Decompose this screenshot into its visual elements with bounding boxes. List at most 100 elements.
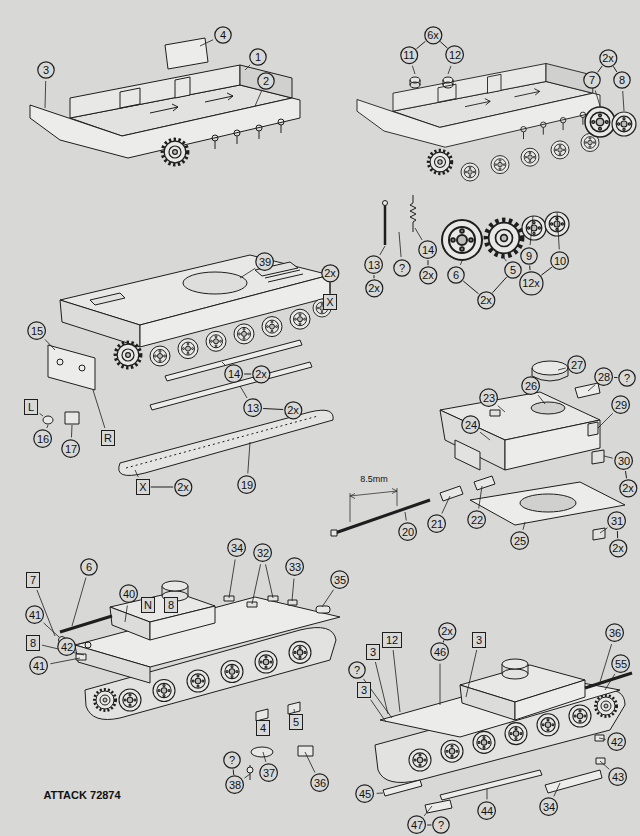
leader-line bbox=[40, 413, 43, 416]
leader-line bbox=[240, 268, 255, 278]
callout-text: 25 bbox=[514, 535, 526, 547]
callout-link bbox=[625, 471, 626, 478]
tank-left-view-drawing bbox=[153, 680, 175, 702]
callout-number: 41 bbox=[25, 605, 44, 624]
callout-text: 3 bbox=[43, 64, 49, 76]
tank-left-view-drawing bbox=[75, 645, 150, 683]
callout-text: 12 bbox=[386, 634, 398, 646]
callout-circle bbox=[612, 396, 630, 414]
callout-circle bbox=[568, 356, 586, 374]
leader-line bbox=[530, 216, 533, 245]
callout-circle bbox=[419, 266, 436, 283]
callout-circle bbox=[228, 539, 246, 557]
leader-line bbox=[538, 395, 545, 404]
callout-text: 6 bbox=[86, 561, 92, 573]
callout-text: 13 bbox=[247, 402, 259, 414]
hull-assembly-drawing bbox=[115, 342, 140, 367]
callout-number: ? bbox=[348, 661, 366, 679]
callout-number: 15 bbox=[27, 321, 46, 340]
callout-number: 17 bbox=[61, 439, 80, 458]
callout-circle bbox=[615, 452, 633, 470]
callout-text: 3 bbox=[370, 646, 376, 658]
callout-number: 2x bbox=[438, 622, 457, 641]
tank-right-view-drawing bbox=[502, 659, 528, 669]
callout-number: ? bbox=[618, 369, 636, 387]
callout-circle bbox=[252, 365, 269, 382]
callout-number: 6 bbox=[80, 558, 98, 576]
callout-number: 23 bbox=[479, 388, 498, 407]
callout-text: 9 bbox=[526, 250, 532, 262]
leader-line bbox=[266, 564, 273, 598]
callout-text: 34 bbox=[543, 801, 555, 813]
leader-line bbox=[600, 644, 612, 682]
callout-number: 4 bbox=[214, 26, 232, 44]
hull-assembly-drawing bbox=[79, 365, 85, 371]
callout-text: 2x bbox=[480, 294, 492, 306]
hull-assembly-drawing bbox=[262, 317, 282, 337]
callout-box: 3 bbox=[472, 632, 486, 648]
turret-drawing bbox=[505, 420, 600, 470]
callout-number: 11 bbox=[400, 46, 418, 64]
callout-circle bbox=[365, 256, 383, 274]
callout-circle bbox=[468, 511, 486, 529]
callout-link bbox=[613, 66, 617, 72]
callout-number: 12 bbox=[445, 45, 464, 64]
callout-number: 16 bbox=[33, 429, 52, 448]
running-gear-drawing bbox=[410, 195, 416, 232]
turret-drawing bbox=[532, 368, 568, 376]
callout-text: 40 bbox=[123, 588, 135, 600]
callout-number: 2x bbox=[609, 539, 628, 558]
callout-circle bbox=[26, 606, 44, 624]
tank-right-view-drawing bbox=[502, 669, 528, 679]
running-gear-drawing bbox=[428, 150, 451, 173]
callout-circle bbox=[522, 377, 540, 395]
leader-line bbox=[558, 368, 566, 370]
callout-number: 3 bbox=[37, 61, 55, 79]
callout-circle bbox=[595, 368, 613, 386]
callout-link bbox=[374, 275, 375, 278]
leader-line bbox=[405, 512, 406, 521]
callout-text: ? bbox=[438, 819, 444, 831]
turret-drawing bbox=[440, 486, 463, 501]
callout-circle bbox=[215, 27, 231, 43]
leader-line bbox=[78, 642, 88, 644]
tank-left-view-drawing bbox=[247, 767, 253, 773]
callout-number: 36 bbox=[605, 623, 624, 642]
callout-number: ? bbox=[393, 259, 411, 277]
callout-text: 19 bbox=[241, 479, 253, 491]
turret-drawing bbox=[588, 422, 598, 436]
callout-number: 47 bbox=[407, 815, 426, 834]
callout-number: 35 bbox=[330, 570, 349, 589]
leader-line bbox=[292, 579, 294, 601]
leader-line bbox=[305, 752, 315, 773]
callout-number: 9 bbox=[520, 247, 538, 265]
turret-drawing bbox=[532, 361, 568, 375]
callout-text: 31 bbox=[611, 515, 623, 527]
turret-drawing bbox=[350, 489, 397, 499]
callout-text: 11 bbox=[403, 49, 414, 61]
callout-circle bbox=[321, 264, 338, 281]
callout-text: 37 bbox=[263, 767, 275, 779]
tank-right-view-drawing bbox=[596, 696, 617, 717]
callout-number: 37 bbox=[259, 763, 278, 782]
callout-number: 28 bbox=[594, 367, 613, 386]
callout-circle bbox=[356, 785, 374, 803]
callout-circle bbox=[401, 47, 418, 64]
callout-link bbox=[614, 377, 617, 378]
callout-text: 2x bbox=[177, 481, 189, 493]
callout-box: 8 bbox=[164, 597, 178, 613]
turret-drawing bbox=[331, 530, 337, 536]
turret-drawing bbox=[575, 383, 600, 398]
leader-line bbox=[393, 650, 400, 712]
callout-link bbox=[598, 66, 603, 72]
callout-link bbox=[493, 277, 507, 293]
callout-circle bbox=[609, 768, 627, 786]
callout-text: 2x bbox=[622, 482, 634, 494]
callout-circle bbox=[462, 416, 480, 434]
callout-text: 2x bbox=[422, 269, 434, 281]
callout-number: 40 bbox=[119, 584, 138, 603]
leader-line bbox=[604, 456, 613, 458]
callout-text: 20 bbox=[402, 526, 414, 538]
callout-circle bbox=[505, 262, 521, 278]
tank-right-view-drawing bbox=[441, 740, 463, 762]
